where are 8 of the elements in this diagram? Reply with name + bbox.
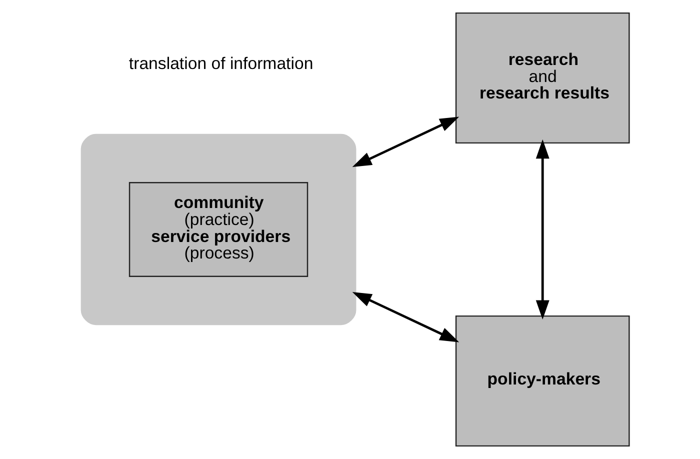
cluster (80, 134, 356, 326)
arrow (535, 139, 549, 320)
node-box: research and research results (454, 12, 630, 144)
arrow (352, 292, 459, 342)
node-box: community (practice) service providers (process) (128, 182, 308, 277)
node-box: policy-makers (454, 315, 630, 447)
arrow (352, 116, 459, 168)
label: translation of information (128, 54, 313, 74)
